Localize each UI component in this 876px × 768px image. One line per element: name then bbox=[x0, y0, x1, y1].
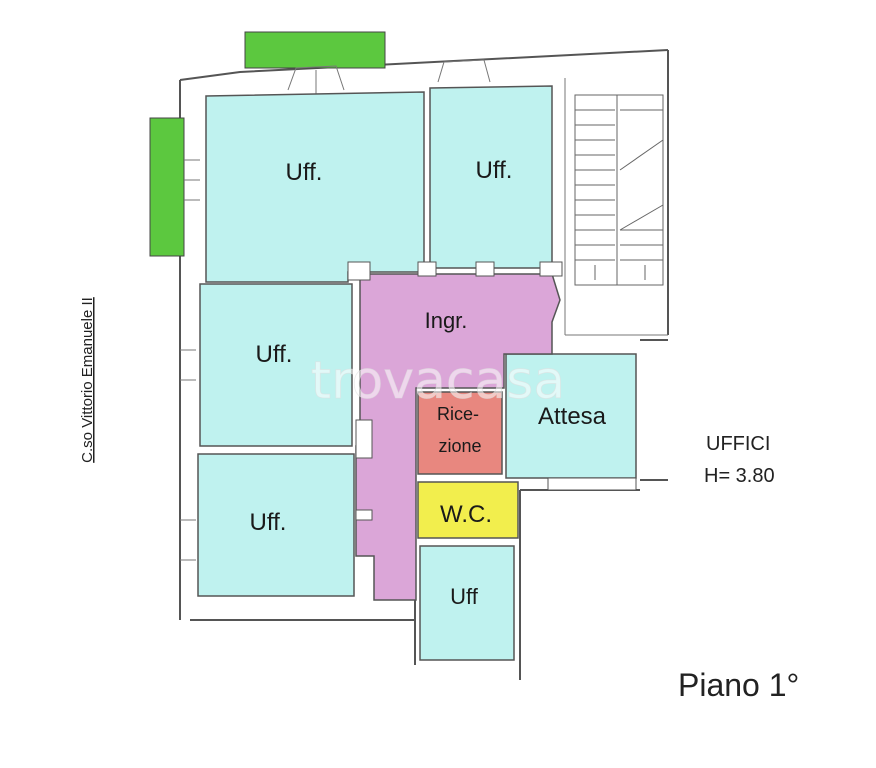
stairwell bbox=[574, 94, 664, 286]
room-wc bbox=[417, 481, 519, 539]
label-ricezione-line1: Rice- bbox=[437, 404, 479, 424]
label-uff-bottom-left: Uff. bbox=[250, 509, 287, 536]
room-ricezione bbox=[417, 391, 503, 475]
room-uff-mid-left bbox=[199, 283, 353, 447]
balcony-top bbox=[244, 31, 386, 69]
label-ricezione-line2: zione bbox=[438, 436, 481, 456]
label-uff-mid-left: Uff. bbox=[256, 341, 293, 368]
room-uff-small bbox=[419, 545, 515, 661]
label-ingresso: Ingr. bbox=[425, 308, 468, 333]
street-name: C.so Vittorio Emanuele II bbox=[79, 297, 96, 463]
label-uff-small: Uff bbox=[450, 584, 479, 609]
info-type: UFFICI bbox=[706, 433, 770, 455]
room-uff-bottom-left bbox=[197, 453, 355, 597]
floor-label: Piano 1° bbox=[678, 667, 799, 703]
label-wc: W.C. bbox=[440, 501, 492, 528]
info-height: H= 3.80 bbox=[704, 465, 775, 487]
room-uff-top-left bbox=[205, 91, 425, 283]
watermark: trovacasa bbox=[311, 351, 566, 411]
wall-stubs bbox=[347, 261, 637, 521]
balcony-left bbox=[149, 117, 185, 257]
label-uff-top-left: Uff. bbox=[286, 159, 323, 186]
label-uff-top-right: Uff. bbox=[476, 157, 513, 184]
label-attesa: Attesa bbox=[538, 403, 607, 430]
